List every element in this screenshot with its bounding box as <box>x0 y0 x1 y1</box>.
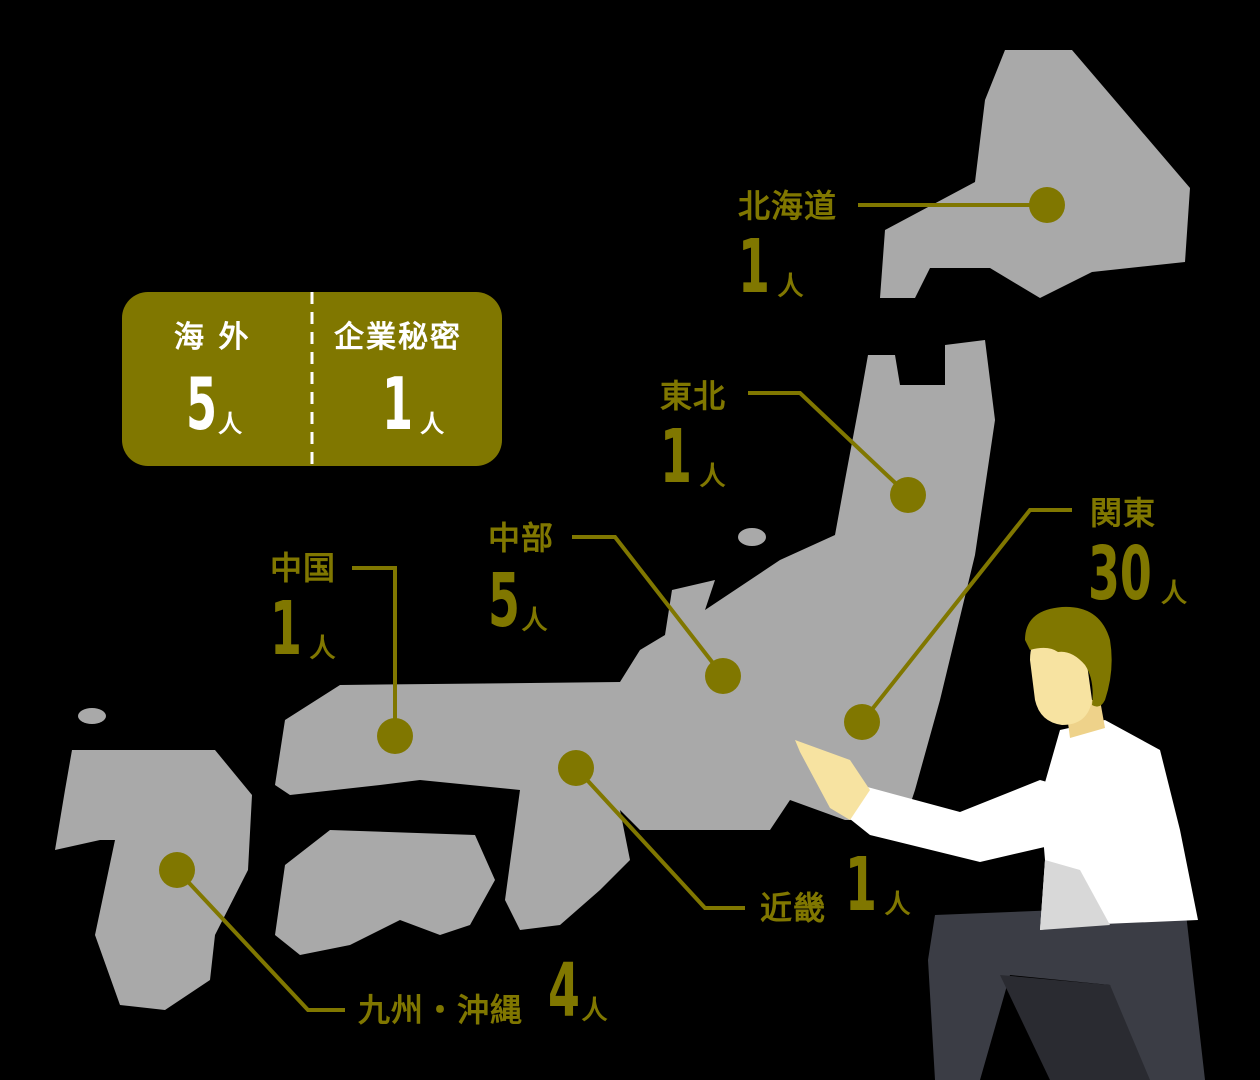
dot-hokkaido <box>1029 187 1065 223</box>
label-tohoku: 東北 <box>660 377 727 415</box>
count-chubu-number: 5 <box>488 558 520 644</box>
count-kanto-unit: 人 <box>1160 579 1187 609</box>
count-kinki-unit: 人 <box>884 890 911 920</box>
count-kanto-number: 30 <box>1088 531 1152 617</box>
count-kyushu-unit: 人 <box>581 996 608 1026</box>
dot-kanto <box>844 704 880 740</box>
count-hokkaido-number: 1 <box>738 224 770 310</box>
count-kanto: 30 人 <box>1088 535 1187 611</box>
line-kanto <box>860 508 1072 724</box>
count-kyushu-number: 4 <box>548 948 580 1034</box>
count-kyushu: 4 人 <box>548 952 608 1028</box>
count-tohoku: 1 人 <box>660 418 726 494</box>
count-chugoku-unit: 人 <box>309 634 336 664</box>
summary-confidential-count: 1 人 <box>382 364 444 440</box>
label-kyushu: 九州・沖縄 <box>358 991 524 1029</box>
summary-overseas-unit: 人 <box>218 410 243 438</box>
count-chubu: 5 人 <box>488 562 548 638</box>
island-honshu <box>275 340 995 930</box>
person-illustration <box>795 606 1205 1080</box>
count-chugoku-number: 1 <box>270 586 302 672</box>
dot-kyushu <box>159 852 195 888</box>
island-hokkaido <box>880 50 1190 298</box>
label-chubu: 中部 <box>488 519 555 557</box>
line-tohoku <box>748 391 910 497</box>
count-kinki-number: 1 <box>845 842 877 928</box>
line-kyushu <box>175 868 345 1012</box>
label-chugoku: 中国 <box>270 549 337 587</box>
island-sado <box>738 528 766 546</box>
count-hokkaido: 1 人 <box>738 228 804 304</box>
label-hokkaido: 北海道 <box>738 187 838 225</box>
island-kyushu <box>55 750 252 1010</box>
dot-tohoku <box>890 477 926 513</box>
summary-confidential-number: 1 <box>382 362 414 446</box>
line-chugoku <box>352 566 397 736</box>
label-kinki: 近畿 <box>760 889 827 927</box>
label-kanto: 関東 <box>1090 494 1157 532</box>
person-arm <box>845 780 1075 862</box>
count-chugoku: 1 人 <box>270 590 336 666</box>
person-hand <box>795 740 870 820</box>
island-shikoku <box>275 830 495 955</box>
summary-confidential-label: 企業秘密 <box>334 320 462 355</box>
summary-overseas-count: 5 人 <box>186 364 242 440</box>
count-hokkaido-unit: 人 <box>777 272 804 302</box>
person-trousers <box>928 905 1205 1080</box>
line-kinki <box>574 766 745 910</box>
person-hair <box>1025 606 1112 707</box>
line-chubu <box>572 535 725 678</box>
count-kinki: 1 人 <box>845 846 911 922</box>
summary-confidential-unit: 人 <box>420 410 445 438</box>
dot-chugoku <box>377 718 413 754</box>
island-tsushima <box>78 708 106 724</box>
count-chubu-unit: 人 <box>521 606 548 636</box>
summary-overseas-label: 海 外 <box>174 320 251 355</box>
count-tohoku-unit: 人 <box>699 462 726 492</box>
dot-chubu <box>705 658 741 694</box>
summary-overseas-number: 5 <box>186 362 218 446</box>
dot-kinki <box>558 750 594 786</box>
count-tohoku-number: 1 <box>660 414 692 500</box>
